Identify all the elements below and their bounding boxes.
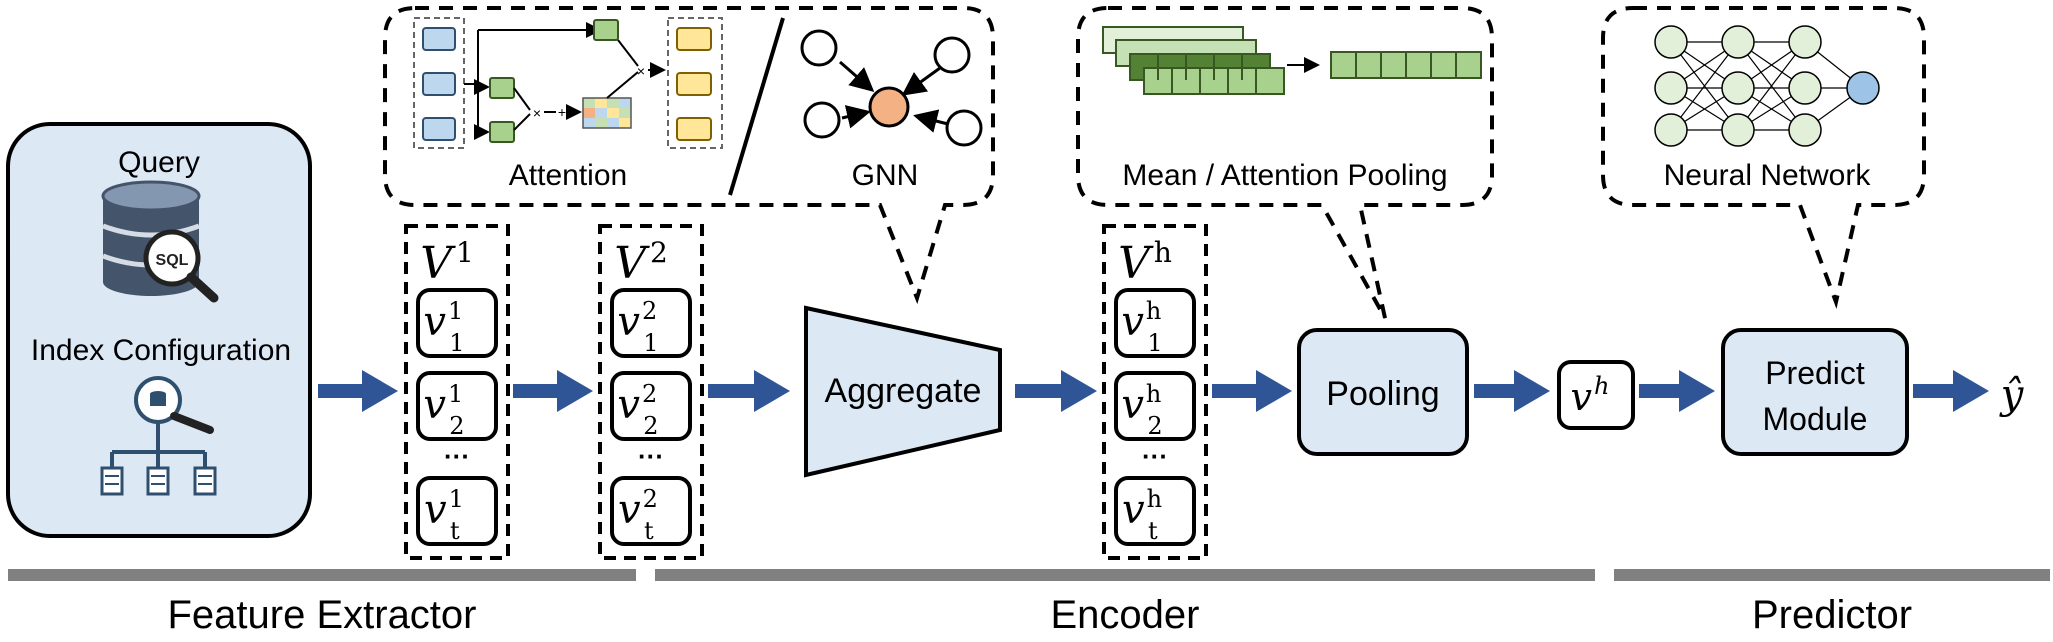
- svg-text:v21: v21: [617, 297, 658, 357]
- v2-item-2: [610, 371, 692, 441]
- arrow-pooling-to-vh: [1474, 370, 1550, 412]
- feature-extractor-divider: [8, 569, 636, 581]
- svg-text:vh: vh: [1571, 372, 1610, 419]
- sql-badge: SQL: [156, 252, 189, 269]
- encoder-label: Encoder: [1051, 593, 1200, 637]
- vh-output-base: v: [1571, 375, 1593, 419]
- v1-item-t: [416, 476, 498, 546]
- v2-item-t: [610, 476, 692, 546]
- attention-mult-sign: ×: [533, 105, 541, 121]
- feature-extractor-label: Feature Extractor: [167, 593, 476, 637]
- flow-arrows: [318, 370, 1989, 412]
- svg-text:v22: v22: [617, 380, 658, 440]
- v2-item-1: [610, 288, 692, 358]
- aggregate-label: Aggregate: [825, 372, 982, 410]
- pooling-label: Pooling: [1326, 375, 1439, 413]
- prediction-output: ŷ: [1999, 372, 2025, 418]
- vh-item-2: [1114, 371, 1196, 441]
- neural-network-icon: [1654, 25, 1880, 147]
- pooling-tensor-icon: [1102, 26, 1482, 95]
- index-configuration-label: Index Configuration: [31, 334, 291, 367]
- svg-text:v2t: v2t: [618, 485, 658, 545]
- query-label: Query: [118, 146, 200, 179]
- bubble-divider: [728, 17, 785, 196]
- arrow-input-to-v1: [318, 370, 398, 412]
- arrow-v2-to-aggregate: [708, 370, 790, 412]
- predictor-divider: [1614, 569, 2050, 581]
- attention-mult-sign-2: ×: [637, 63, 645, 79]
- arrow-vh-to-predict: [1639, 370, 1715, 412]
- arrow-v1-to-v2: [513, 370, 593, 412]
- svg-text:vh1: vh1: [1121, 297, 1162, 357]
- svg-text:vh2: vh2: [1121, 380, 1162, 440]
- mean-attention-pooling-label: Mean / Attention Pooling: [1122, 159, 1447, 192]
- vh-output-sup: h: [1594, 372, 1609, 400]
- input-panel: Query SQL Index Configuration: [6, 122, 312, 538]
- neural-network-label: Neural Network: [1664, 159, 1872, 192]
- v1-item-1: [416, 288, 498, 358]
- pooling-bubble: Mean / Attention Pooling: [1076, 6, 1494, 319]
- svg-text:v1t: v1t: [424, 485, 464, 545]
- arrow-vh-to-pooling: [1212, 370, 1292, 412]
- arrow-predict-to-output: [1913, 370, 1989, 412]
- index-tree-icon: [100, 376, 217, 496]
- predict-label-line1: Predict: [1765, 355, 1865, 391]
- vh-item-1: [1114, 288, 1196, 358]
- attention-icon: × + ×: [413, 17, 723, 149]
- svg-text:v11: v11: [423, 297, 464, 357]
- sql-database-icon: SQL: [101, 180, 219, 303]
- vh-item-t: [1114, 476, 1196, 546]
- attention-plus-sign: +: [558, 104, 566, 120]
- attention-gnn-bubble: × + × Attention: [383, 6, 995, 305]
- v1-ellipsis: ···: [444, 441, 470, 471]
- predict-module-block: Predict Module: [1721, 328, 1909, 456]
- neural-network-bubble: Neural Network: [1601, 6, 1926, 309]
- vh-output-box: vh: [1557, 360, 1635, 430]
- pooling-block: Pooling: [1297, 328, 1469, 456]
- predict-label-line2: Module: [1763, 401, 1868, 437]
- attention-matrix: [582, 97, 632, 129]
- gnn-icon: [800, 29, 983, 147]
- v1-item-2: [416, 371, 498, 441]
- attention-label: Attention: [509, 159, 627, 192]
- svg-text:vht: vht: [1122, 485, 1162, 545]
- svg-text:v12: v12: [423, 380, 464, 440]
- encoder-divider: [655, 569, 1595, 581]
- vh-ellipsis: ···: [1142, 441, 1168, 471]
- v2-ellipsis: ···: [638, 441, 664, 471]
- gnn-label: GNN: [852, 159, 919, 192]
- predictor-label: Predictor: [1752, 593, 1912, 637]
- stage-dividers: [8, 569, 2050, 581]
- aggregate-block: Aggregate: [804, 305, 1002, 478]
- arrow-aggregate-to-vh: [1015, 370, 1097, 412]
